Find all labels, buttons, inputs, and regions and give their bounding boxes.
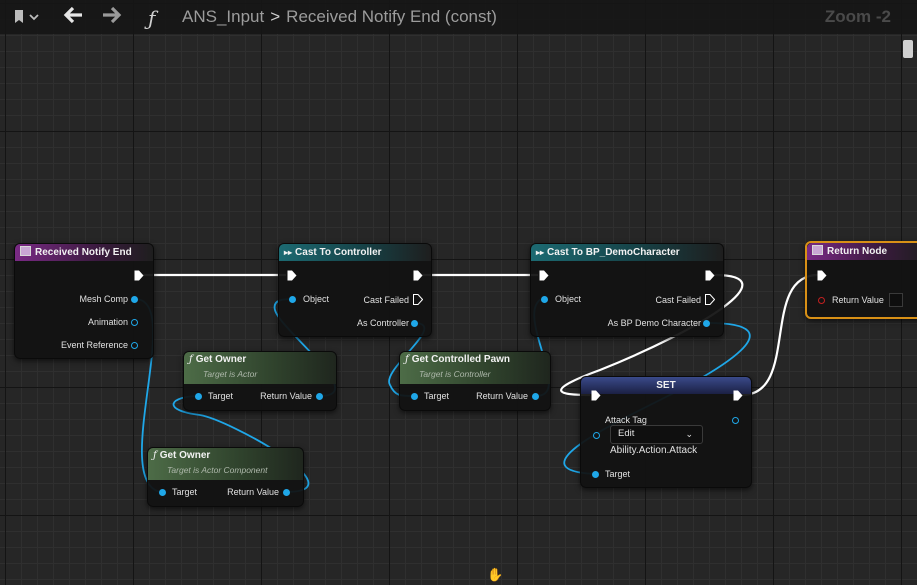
return-icon <box>812 245 823 255</box>
node-header: Return Node <box>807 243 917 260</box>
node-subtitle: Target is Controller <box>419 369 491 379</box>
target-label: Target <box>605 469 631 479</box>
return-node[interactable]: Return Node Return Value <box>805 241 917 319</box>
hand-cursor-icon: ✋ <box>487 567 504 582</box>
cast-icon: ▸▸ <box>536 248 545 257</box>
event-reference-label: Event Reference <box>60 340 128 350</box>
node-header: Received Notify End <box>15 244 153 261</box>
cast-to-controller-node[interactable]: ▸▸Cast To Controller Object Cast Failed … <box>278 243 432 337</box>
edit-dropdown[interactable]: Edit ⌄ <box>610 425 703 444</box>
return-value-label: Return Value <box>476 391 528 401</box>
object-label: Object <box>303 294 330 304</box>
node-title: Cast To BP_DemoCharacter <box>547 247 680 258</box>
return-value-pin[interactable] <box>283 489 290 496</box>
node-header: ▸▸Cast To Controller <box>279 244 431 261</box>
node-title: Get Owner <box>195 354 247 365</box>
attack-tag-out-pin[interactable] <box>732 417 739 424</box>
graph-toolbar: ƒ ANS_Input>Received Notify End (const) … <box>0 0 917 34</box>
breadcrumb-separator: > <box>270 7 281 26</box>
return-value-pin[interactable] <box>532 393 539 400</box>
target-pin[interactable] <box>592 471 599 478</box>
received-notify-end-node[interactable]: Received Notify End Mesh Comp Animation … <box>14 243 154 359</box>
node-header: SET <box>581 377 751 394</box>
node-subtitle: Target is Actor Component <box>167 465 268 475</box>
function-icon: ƒ <box>153 450 157 461</box>
target-label: Target <box>208 391 234 401</box>
function-icon: ƒ <box>189 354 193 365</box>
cast-failed-label: Cast Failed <box>363 295 409 305</box>
animation-label: Animation <box>87 317 128 327</box>
attack-tag-in-pin[interactable] <box>593 432 600 439</box>
arrow-left-icon[interactable] <box>62 5 84 31</box>
breadcrumb: ANS_Input > Received Notify End (const) <box>182 7 497 27</box>
target-pin[interactable] <box>411 393 418 400</box>
node-title: Received Notify End <box>35 247 132 258</box>
node-title: Get Controlled Pawn <box>411 354 511 365</box>
as-controller-pin[interactable] <box>411 320 418 327</box>
target-pin[interactable] <box>195 393 202 400</box>
as-controller-label: As Controller <box>356 318 409 328</box>
object-pin[interactable] <box>289 296 296 303</box>
as-bp-demo-character-label: As BP Demo Character <box>607 318 701 328</box>
node-subtitle: Target is Actor <box>203 369 258 379</box>
event-reference-pin[interactable] <box>131 342 138 349</box>
node-title: Return Node <box>827 246 887 257</box>
edit-dropdown-value: Edit <box>618 428 635 439</box>
cast-failed-label: Cast Failed <box>655 295 701 305</box>
node-title: Get Owner <box>159 450 211 461</box>
arrow-right-icon[interactable] <box>101 5 123 31</box>
breadcrumb-current: Received Notify End (const) <box>286 7 497 26</box>
attack-tag-label: Attack Tag <box>605 415 647 425</box>
node-title: Cast To Controller <box>295 247 382 258</box>
bookmark-icon[interactable] <box>14 9 40 30</box>
tag-value: Ability.Action.Attack <box>610 445 698 456</box>
return-value-pin[interactable] <box>316 393 323 400</box>
event-icon <box>20 246 31 256</box>
function-icon: ƒ <box>405 354 409 365</box>
breadcrumb-parent[interactable]: ANS_Input <box>182 7 265 26</box>
animation-pin[interactable] <box>131 319 138 326</box>
mesh-comp-pin[interactable] <box>131 296 138 303</box>
function-icon: ƒ <box>148 6 156 30</box>
cast-to-bp-democharacter-node[interactable]: ▸▸Cast To BP_DemoCharacter Object Cast F… <box>530 243 724 337</box>
return-value-checkbox[interactable] <box>889 293 903 307</box>
mesh-comp-label: Mesh Comp <box>79 294 128 304</box>
return-value-label: Return Value <box>260 391 312 401</box>
return-value-pin[interactable] <box>818 297 825 304</box>
zoom-label: Zoom -2 <box>824 7 891 26</box>
object-label: Object <box>555 294 582 304</box>
set-node[interactable]: SET Attack Tag Edit ⌄ Ability.Action.Att… <box>580 376 752 488</box>
return-value-label: Return Value <box>832 295 884 305</box>
return-value-label: Return Value <box>227 487 279 497</box>
as-bp-demo-character-pin[interactable] <box>703 320 710 327</box>
target-label: Target <box>172 487 198 497</box>
scrollbar[interactable] <box>903 40 913 58</box>
target-pin[interactable] <box>159 489 166 496</box>
node-header: ▸▸Cast To BP_DemoCharacter <box>531 244 723 261</box>
object-pin[interactable] <box>541 296 548 303</box>
cast-icon: ▸▸ <box>284 248 293 257</box>
target-label: Target <box>424 391 450 401</box>
chevron-down-icon: ⌄ <box>685 429 693 439</box>
